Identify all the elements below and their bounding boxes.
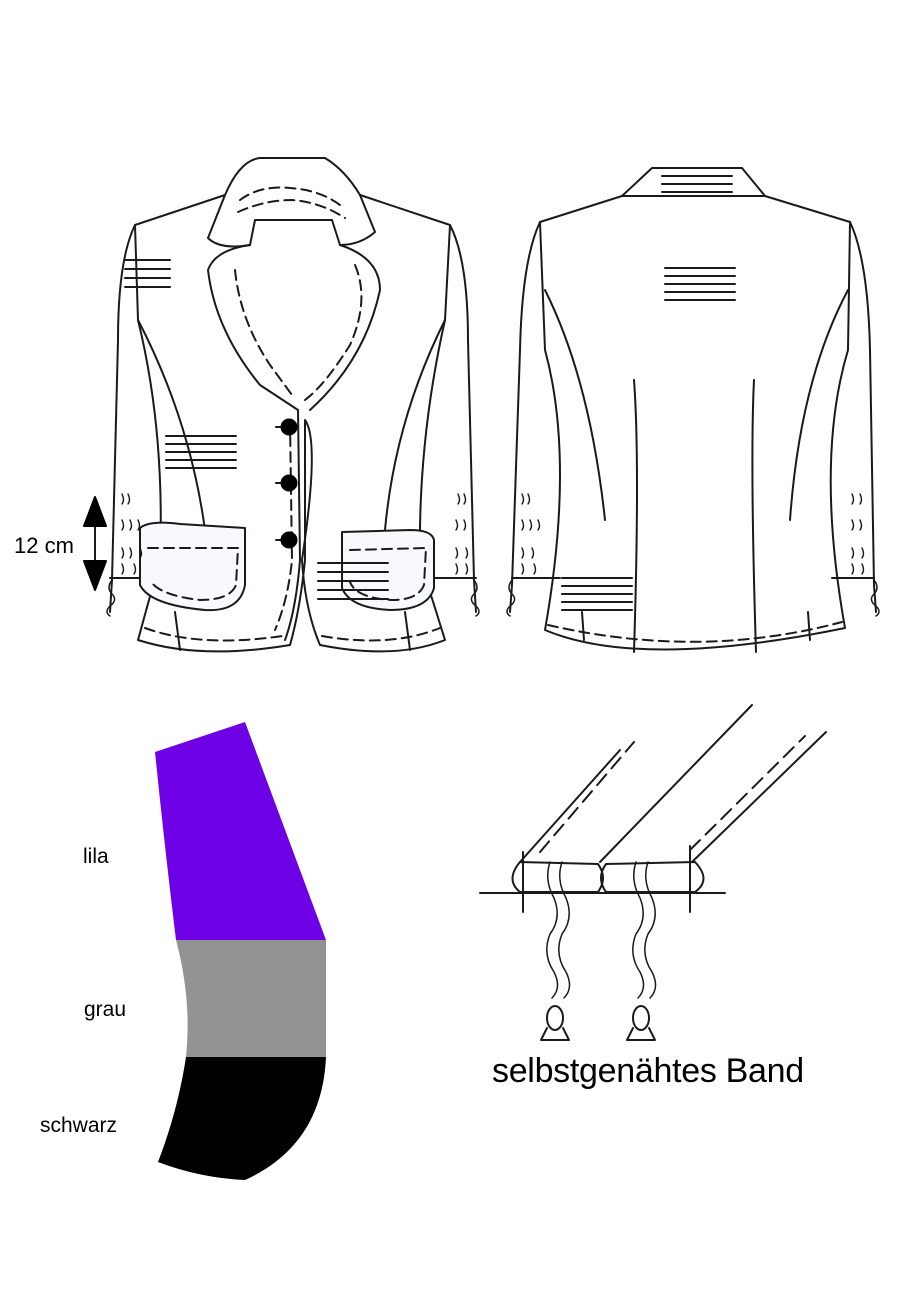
swatch-schwarz [158, 1057, 326, 1180]
band-detail [479, 704, 827, 1041]
band-caption: selbstgenähtes Band [492, 1052, 804, 1090]
front-sleeve-left [109, 224, 136, 613]
measurement-arrow [83, 496, 107, 591]
front-lapel-right [309, 244, 381, 411]
measurement-label: 12 cm [14, 533, 74, 558]
color-block-piece [155, 722, 326, 1180]
color-label-grau: grau [84, 998, 127, 1021]
back-sleeve-right [849, 221, 877, 613]
back-body-outline [539, 195, 851, 651]
button-2 [280, 474, 298, 492]
front-sleeve-right [449, 224, 477, 613]
swatch-lila [155, 722, 326, 940]
jacket-back-view [506, 167, 880, 653]
front-collar [207, 157, 376, 248]
back-sleeve-left [509, 221, 541, 613]
button-3 [280, 531, 298, 549]
color-label-lila: lila [83, 845, 109, 868]
front-lapel-left [207, 244, 299, 411]
jacket-front-view [106, 157, 480, 653]
front-pocket-left [139, 521, 246, 612]
color-label-schwarz: schwarz [40, 1114, 118, 1137]
swatch-grau [176, 940, 326, 1057]
button-1 [280, 418, 298, 436]
